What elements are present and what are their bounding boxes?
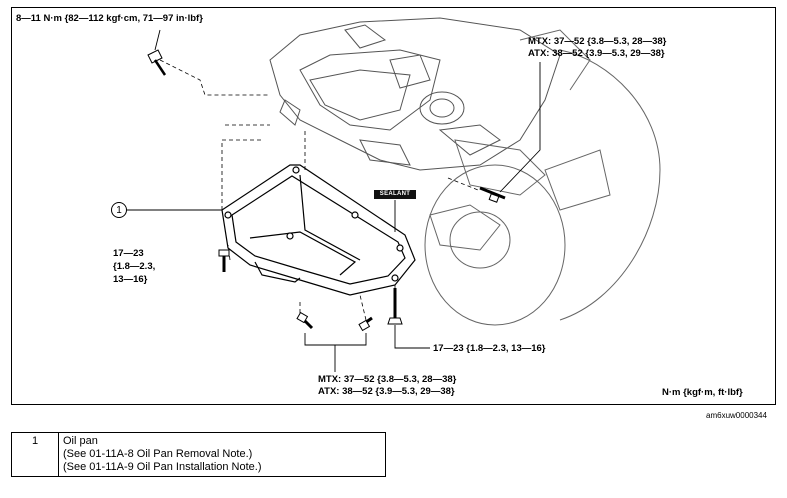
bolt-right-transmission xyxy=(479,186,506,203)
torque-label-mtx-right: MTX: 37—52 {3.8—5.3, 28—38} xyxy=(528,36,667,47)
part-number: 1 xyxy=(11,432,59,477)
bolt-top-left xyxy=(147,49,167,76)
torque-label-left-line2: {1.8—2.3, xyxy=(113,261,156,272)
units-label: N·m {kgf·m, ft·lbf} xyxy=(662,387,743,398)
figure-code: am6xuw0000344 xyxy=(706,411,767,420)
alignment-lines xyxy=(159,59,479,321)
bolt-bottom-right xyxy=(387,288,403,325)
part-installation-note: (See 01-11A-9 Oil Pan Installation Note.… xyxy=(63,461,262,473)
diagram-frame xyxy=(11,7,776,405)
part-removal-note: (See 01-11A-8 Oil Pan Removal Note.) xyxy=(63,448,253,460)
part-name: Oil pan xyxy=(63,435,98,447)
torque-label-left-line1: 17—23 xyxy=(113,248,144,259)
parts-table: 1 Oil pan (See 01-11A-8 Oil Pan Removal … xyxy=(11,432,386,477)
torque-label-mtx-bottom: MTX: 37—52 {3.8—5.3, 28—38} xyxy=(318,374,457,385)
sealant-tag: SEALANT xyxy=(374,190,416,199)
part-description: Oil pan (See 01-11A-8 Oil Pan Removal No… xyxy=(58,432,386,477)
leader-lines xyxy=(127,29,541,372)
torque-label-top-left: 8—11 N·m {82—112 kgf·cm, 71—97 in·lbf} xyxy=(16,13,203,24)
torque-label-bottom-right: 17—23 {1.8—2.3, 13—16} xyxy=(433,343,546,354)
transmission-and-wheel xyxy=(424,29,661,326)
table-row: 1 Oil pan (See 01-11A-8 Oil Pan Removal … xyxy=(11,432,386,477)
part-callout-1: 1 xyxy=(111,202,127,218)
bolt-bottom-left-pair xyxy=(296,311,373,332)
bolt-left xyxy=(218,249,230,272)
torque-label-atx-right: ATX: 38—52 {3.9—5.3, 29—38} xyxy=(528,48,665,59)
torque-label-atx-bottom: ATX: 38—52 {3.9—5.3, 29—38} xyxy=(318,386,455,397)
engine-block xyxy=(269,17,561,171)
torque-label-left-line3: 13—16} xyxy=(113,274,148,285)
oil-pan xyxy=(221,164,416,296)
